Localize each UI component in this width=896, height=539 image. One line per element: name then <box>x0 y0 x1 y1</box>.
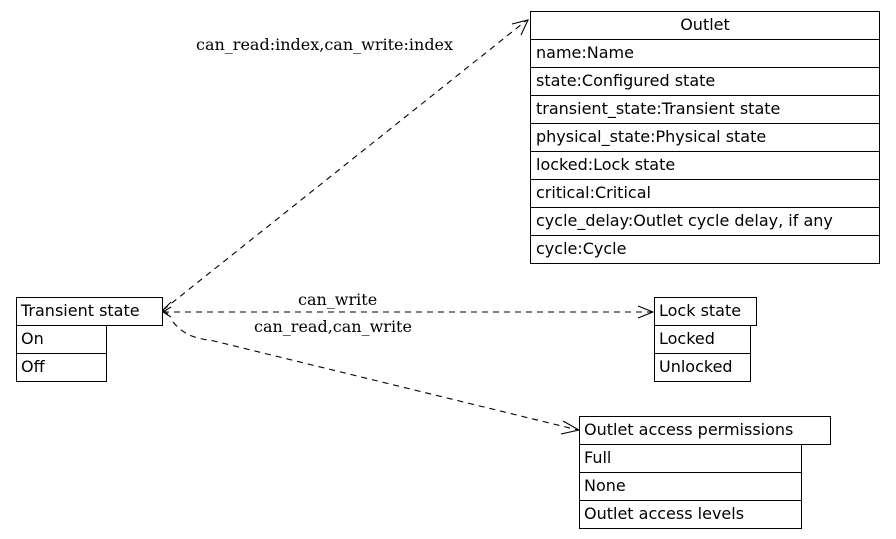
edge-transient-to-permissions: can_read,can_write <box>172 317 581 435</box>
enum-value: Locked <box>659 329 715 348</box>
arrowhead-icon <box>637 305 655 319</box>
class-field: cycle_delay:Outlet cycle delay, if any <box>536 211 833 231</box>
enum-box-lock-state: Lock state Locked Unlocked <box>654 297 757 382</box>
enum-box-transient-state: Transient state On Off <box>16 297 163 382</box>
enum-box-outlet-access-permissions: Outlet access permissions Full None Outl… <box>579 416 831 529</box>
enum-title-transient-state: Transient state <box>20 301 140 320</box>
class-field: name:Name <box>536 43 634 62</box>
enum-value: Off <box>21 357 46 376</box>
class-field: critical:Critical <box>536 183 651 202</box>
class-field: cycle:Cycle <box>536 239 626 258</box>
class-title-outlet: Outlet <box>680 15 730 34</box>
edge-transient-to-lock-state: can_write <box>161 290 655 319</box>
enum-value: Outlet access levels <box>584 504 744 523</box>
enum-title-lock-state: Lock state <box>659 301 741 320</box>
class-field: state:Configured state <box>536 71 715 90</box>
enum-value: None <box>584 476 626 495</box>
class-box-outlet: Outlet name:Name state:Configured state … <box>530 11 880 264</box>
edge-label-permissions: can_read,can_write <box>254 317 412 336</box>
edge-transient-to-outlet: can_read:index,can_write:index <box>162 19 529 315</box>
class-field: transient_state:Transient state <box>536 99 780 119</box>
enum-value: Full <box>584 448 611 467</box>
enum-title-outlet-access-permissions: Outlet access permissions <box>584 420 793 439</box>
enum-value: On <box>21 329 44 348</box>
arrowhead-icon <box>511 19 529 36</box>
enum-value: Unlocked <box>659 357 733 376</box>
class-field: physical_state:Physical state <box>536 127 766 147</box>
class-field: locked:Lock state <box>536 155 675 174</box>
edge-label-outlet: can_read:index,can_write:index <box>196 35 453 54</box>
edge-label-lock-state: can_write <box>298 290 377 309</box>
